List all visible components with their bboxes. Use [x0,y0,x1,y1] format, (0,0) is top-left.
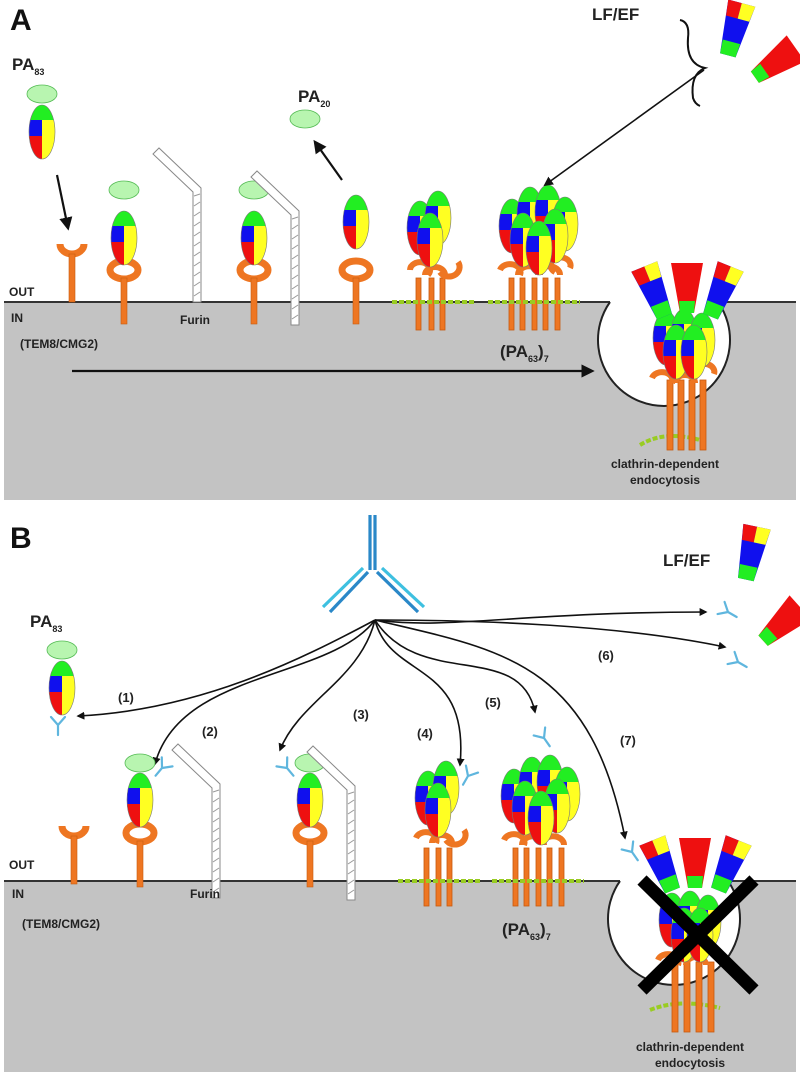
receptor-label: (TEM8/CMG2) [22,917,100,931]
pathway-label-6: (6) [598,648,614,663]
antibody-large [321,515,426,614]
pathway-label-4: (4) [417,726,433,741]
ef-protein [745,35,800,91]
pathway-5 [374,619,538,714]
out-label: OUT [9,285,35,299]
pa83-neutralized: PA83 [30,612,78,737]
lfef-label: LF/EF [592,5,639,24]
pa63-heptamer-ab [492,726,584,907]
pathway-6b [374,619,727,650]
pa83-cleavage-ab [275,745,356,901]
pathway-1 [76,619,376,720]
heptamer-label: (PA63)7 [502,920,551,942]
pa20-fragment [289,109,321,129]
endocytosis-label-line1: clathrin-dependent [636,1040,744,1054]
pathway-label-1: (1) [118,690,134,705]
lf-protein [732,523,771,583]
heptamer-label: (PA63)7 [500,342,549,364]
endocytosis-label-line2: endocytosis [655,1056,725,1070]
svg-text:PA83: PA83 [30,612,62,634]
svg-text:PA83: PA83 [12,55,44,77]
bracket [679,19,709,107]
endocytosis-label-line1: clathrin-dependent [611,457,719,471]
furin-label: Furin [180,313,210,327]
receptor-empty [62,826,86,884]
pa63-heptamer [488,184,580,331]
furin-label: Furin [190,887,220,901]
furin-protease [152,147,202,303]
endocytosed-complex [631,261,744,451]
pathway-label-5: (5) [485,695,501,710]
out-label: OUT [9,858,35,872]
panel-b-label: B [10,522,32,555]
pathway-6a [374,608,708,624]
lfef-binding-arrow [543,69,705,187]
lf-protein [714,0,756,59]
pathway-3 [278,619,376,752]
pathway-4 [374,619,465,767]
receptor-label: (TEM8/CMG2) [20,337,98,351]
pathway-label-3: (3) [353,707,369,722]
pa83-bound-ab [125,753,174,887]
pa20-label: PA20 [298,87,330,109]
panel-a-label: A [10,4,32,37]
panel-a: A PA83 Furin PA20 [4,0,800,500]
pathway-label-7: (7) [620,733,636,748]
furin-protease [171,743,221,899]
block-x-icon [637,875,759,995]
pa83-free: PA83 [12,55,58,160]
pathway-7 [374,619,628,840]
lfef-label-b: LF/EF [663,551,710,570]
pa63-oligomer-ab [398,760,480,907]
pathway-label-2: (2) [202,724,218,739]
pathway-2 [152,619,376,766]
endocytosis-label-line2: endocytosis [630,473,700,487]
panel-b: B PA83 (1) (2) (3) (4) (5) ( [4,515,800,1072]
receptor-empty [60,244,84,302]
ef-protein [752,595,800,653]
pa63-oligomer-small [392,190,475,331]
binding-arrow [55,174,73,231]
in-label: IN [12,887,24,901]
antibody-small [620,840,645,866]
in-label: IN [11,311,23,325]
